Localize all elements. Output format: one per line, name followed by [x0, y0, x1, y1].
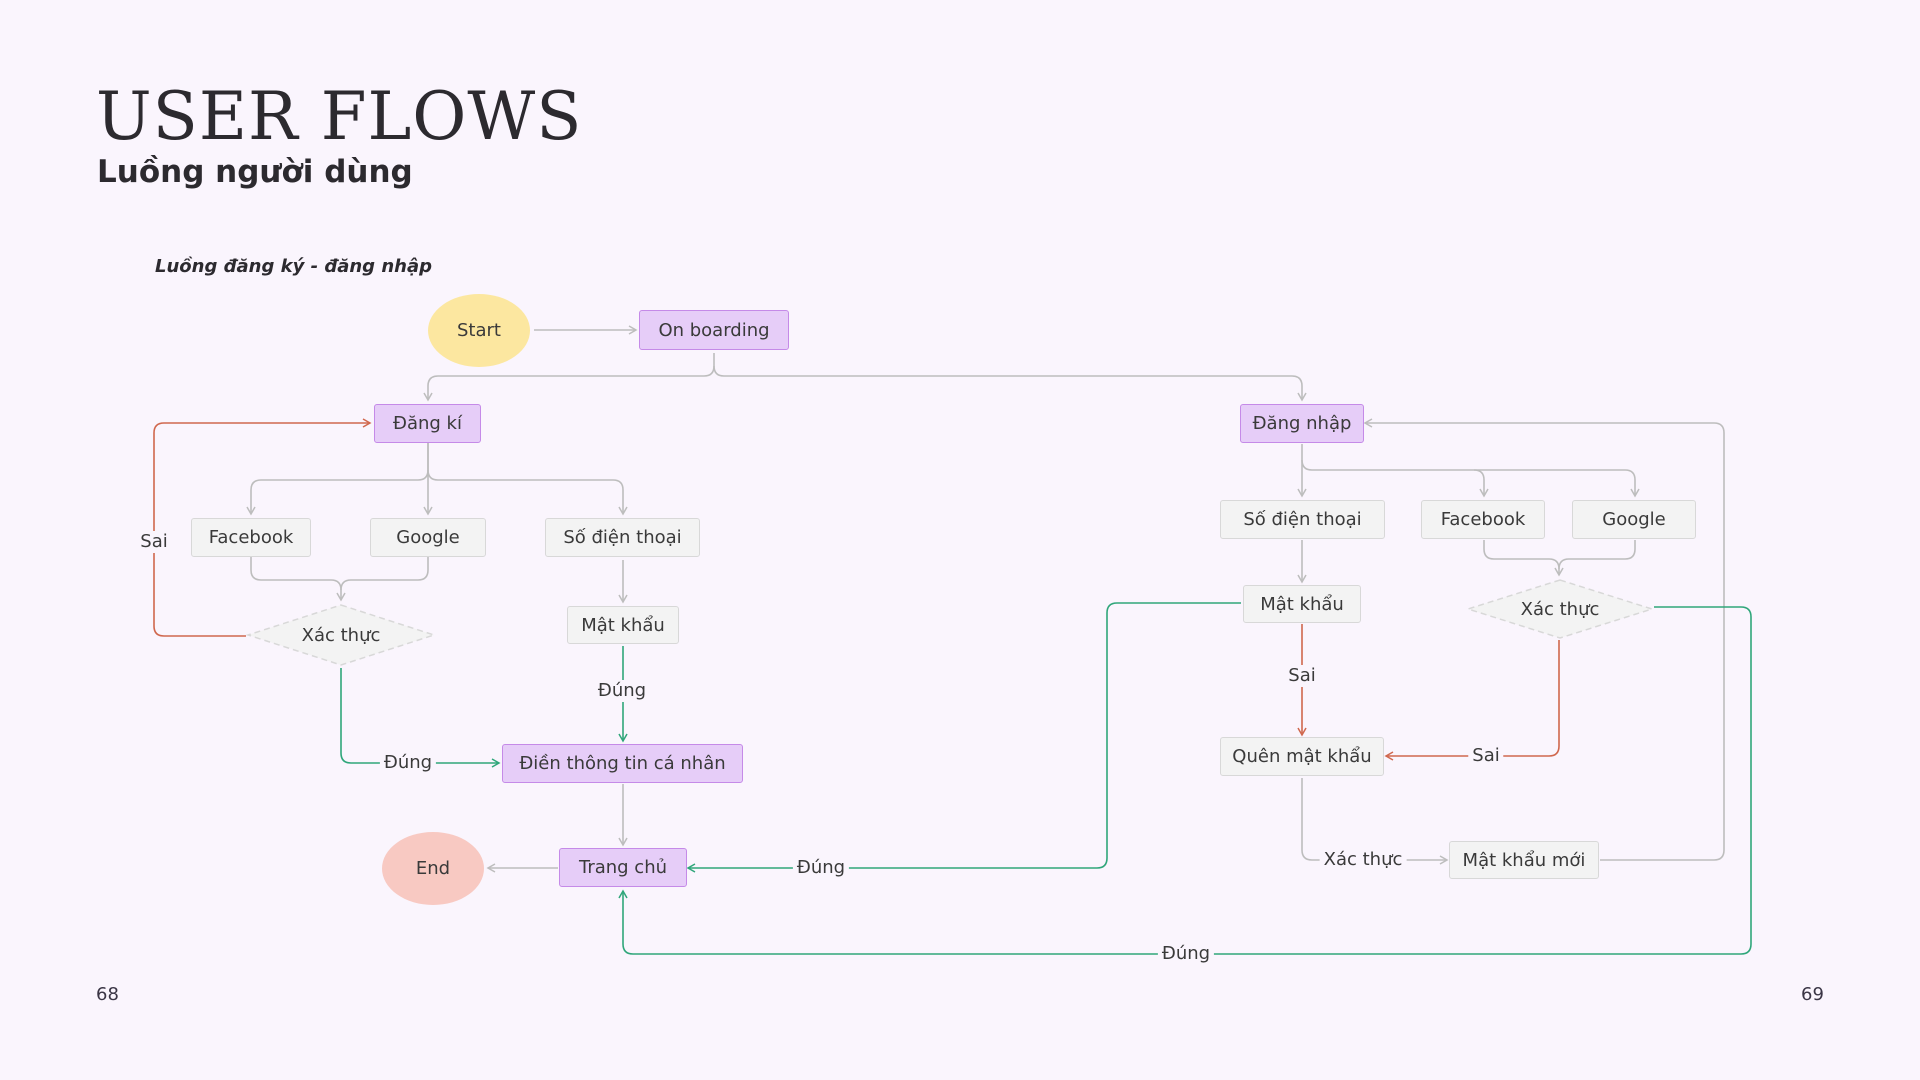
edge-lipassword-home [686, 602, 1241, 873]
edge-label-login-verify-right: Đúng [1157, 943, 1215, 965]
login-node-label: Đăng nhập [1252, 413, 1352, 434]
start-node[interactable]: Start [428, 294, 530, 367]
login-password-label: Mật khẩu [1260, 593, 1344, 615]
start-node-label: Start [457, 320, 501, 341]
login-verify-label: Xác thực [1520, 598, 1600, 620]
forgot-password-label: Quên mật khẩu [1232, 746, 1372, 767]
edge-signup-facebook [246, 442, 429, 516]
end-node[interactable]: End [382, 832, 484, 905]
page-subtitle: Luồng người dùng [97, 154, 413, 190]
login-phone-label: Số điện thoại [1243, 509, 1362, 530]
login-google-node[interactable]: Google [1572, 500, 1696, 539]
edge-label-signup-verify-right: Đúng [379, 752, 437, 774]
edge-label-signup-wrong: Sai [136, 531, 172, 553]
signup-facebook-label: Facebook [208, 527, 294, 548]
edge-newpassword-login [1363, 418, 1725, 861]
edge-onboarding-login [713, 365, 1307, 402]
onboarding-node[interactable]: On boarding [639, 310, 789, 350]
login-facebook-node[interactable]: Facebook [1421, 500, 1545, 539]
edge-verify-info [340, 668, 501, 768]
home-node[interactable]: Trang chủ [559, 848, 687, 887]
signup-verify-node[interactable]: Xác thực [246, 603, 436, 667]
section-title: Luồng đăng ký - đăng nhập [155, 256, 432, 277]
signup-node-label: Đăng kí [393, 413, 462, 434]
edge-ligoogle-verify [1558, 540, 1636, 570]
edge-signup-phone [427, 469, 628, 516]
edge-label-login-password-wrong: Sai [1284, 665, 1320, 687]
login-phone-node[interactable]: Số điện thoại [1220, 500, 1385, 539]
edge-forgot-newpassword [1301, 778, 1449, 865]
end-node-label: End [415, 858, 451, 879]
signup-facebook-node[interactable]: Facebook [191, 518, 311, 557]
login-password-node[interactable]: Mật khẩu [1243, 585, 1361, 623]
home-node-label: Trang chủ [578, 857, 668, 878]
edge-label-forgot-verify: Xác thực [1319, 849, 1407, 871]
signup-phone-node[interactable]: Số điện thoại [545, 518, 700, 557]
new-password-node[interactable]: Mật khẩu mới [1449, 841, 1599, 879]
edge-login-google [1474, 469, 1640, 498]
signup-google-node[interactable]: Google [370, 518, 486, 557]
page-number-left: 68 [96, 984, 119, 1005]
edge-label-login-verify-wrong: Sai [1468, 745, 1504, 767]
new-password-label: Mật khẩu mới [1462, 849, 1586, 871]
signup-google-label: Google [396, 527, 460, 548]
onboarding-node-label: On boarding [658, 319, 770, 341]
signup-node[interactable]: Đăng kí [374, 404, 481, 443]
personal-info-node[interactable]: Điền thông tin cá nhân [502, 744, 743, 783]
login-verify-node[interactable]: Xác thực [1466, 578, 1654, 640]
personal-info-label: Điền thông tin cá nhân [519, 753, 726, 774]
edge-google-verify [340, 557, 429, 591]
login-google-label: Google [1602, 509, 1666, 530]
signup-verify-label: Xác thực [301, 624, 381, 646]
login-facebook-label: Facebook [1440, 509, 1526, 530]
edge-verify-signup-wrong [153, 418, 372, 637]
edge-onboarding-branch [423, 353, 715, 402]
signup-password-label: Mật khẩu [581, 614, 665, 636]
decision-diamond-shape [1466, 579, 1654, 639]
edge-liverify-home [618, 606, 1752, 955]
edge-label-login-password-right: Đúng [792, 857, 850, 879]
page-title: USER FLOWS [96, 78, 583, 155]
edge-facebook-verify [250, 557, 346, 602]
signup-password-node[interactable]: Mật khẩu [567, 606, 679, 644]
edge-liverify-forgot [1384, 640, 1560, 761]
forgot-password-node[interactable]: Quên mật khẩu [1220, 737, 1384, 776]
edge-login-facebook [1301, 459, 1489, 498]
signup-phone-label: Số điện thoại [563, 527, 682, 548]
decision-diamond-shape [246, 604, 436, 666]
edge-lifacebook-verify [1483, 540, 1564, 577]
login-node[interactable]: Đăng nhập [1240, 404, 1364, 443]
edge-label-signup-password-right: Đúng [593, 680, 651, 702]
page-number-right: 69 [1801, 984, 1824, 1005]
